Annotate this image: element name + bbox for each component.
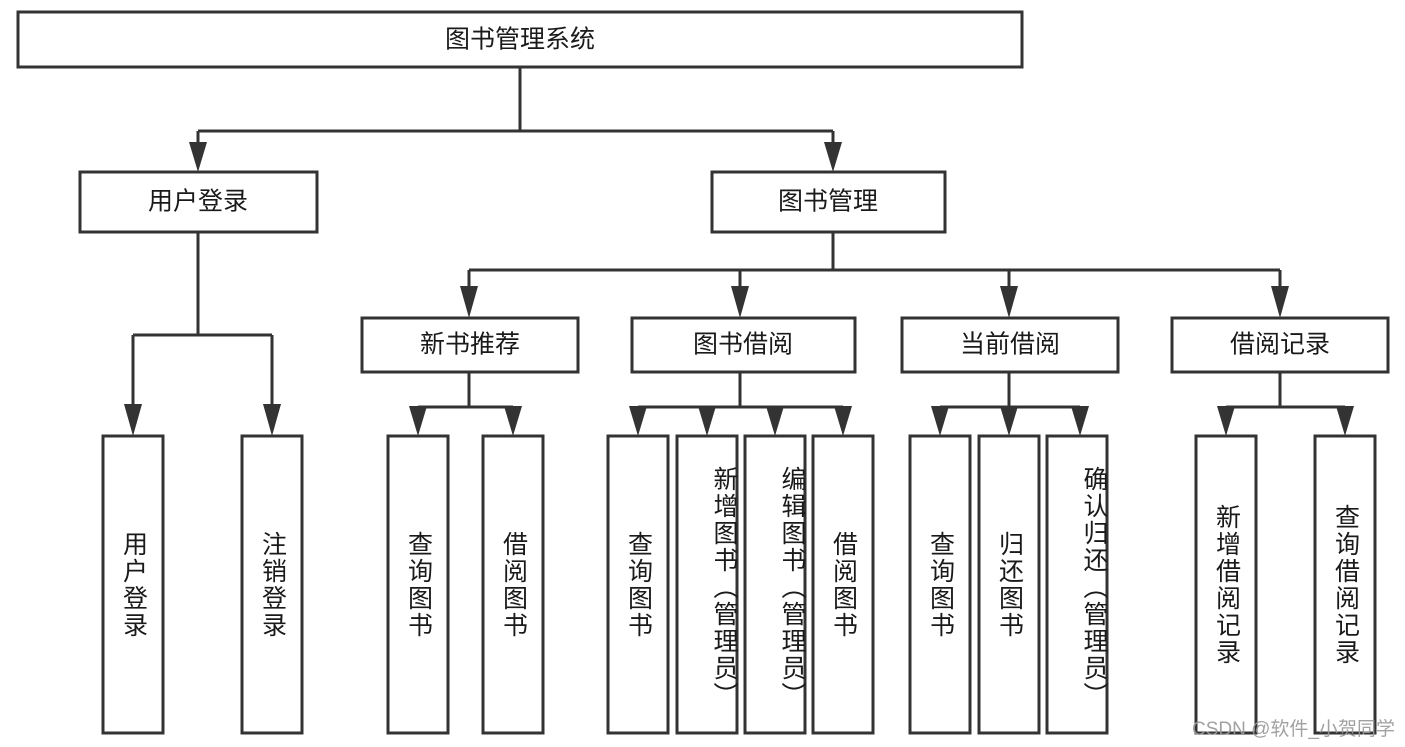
connector-userlogin-to-leaves — [124, 232, 281, 436]
node-borrow-records-label: 借阅记录 — [1230, 331, 1330, 359]
leaf-borrow-book-newbook[interactable] — [481, 434, 545, 735]
csdn-watermark: CSDN @软件_小贺同学 — [1192, 719, 1395, 740]
leaf-add-borrow-record[interactable] — [1194, 434, 1258, 735]
leaf-edit-book-admin[interactable] — [743, 434, 807, 735]
leaf-logout[interactable] — [240, 434, 304, 735]
node-root[interactable] — [16, 10, 1024, 69]
leaf-query-book-newbook[interactable] — [386, 434, 450, 735]
leaf-confirm-return-admin[interactable] — [1045, 434, 1109, 735]
leaf-query-book-current[interactable] — [908, 434, 972, 735]
leaf-add-book-admin[interactable] — [675, 434, 739, 735]
connector-bookmgmt-to-level3 — [460, 232, 1289, 318]
node-current-borrow[interactable] — [900, 316, 1120, 374]
node-book-management-label: 图书管理 — [778, 188, 878, 216]
node-root-label: 图书管理系统 — [445, 26, 595, 54]
connector-newbook-to-leaves — [409, 372, 522, 436]
node-current-borrow-label: 当前借阅 — [960, 331, 1060, 359]
node-user-login[interactable] — [78, 170, 319, 234]
node-book-borrow[interactable] — [630, 316, 857, 374]
node-book-management[interactable] — [710, 170, 947, 234]
leaf-borrow-book-borrow[interactable] — [811, 434, 875, 735]
node-new-book-recommend[interactable] — [360, 316, 580, 374]
connector-current-to-leaves — [931, 372, 1089, 436]
leaf-return-book[interactable] — [977, 434, 1041, 735]
connector-records-to-leaves — [1217, 372, 1354, 436]
connector-borrow-to-leaves — [629, 372, 852, 436]
leaf-query-borrow-record[interactable] — [1313, 434, 1377, 735]
leaf-user-login[interactable] — [101, 434, 165, 735]
node-new-book-recommend-label: 新书推荐 — [420, 331, 520, 359]
node-book-borrow-label: 图书借阅 — [693, 331, 793, 359]
node-user-login-label: 用户登录 — [148, 188, 248, 216]
leaf-query-book-borrow[interactable] — [606, 434, 670, 735]
connector-root-to-level2 — [189, 67, 842, 172]
node-borrow-records[interactable] — [1170, 316, 1390, 374]
